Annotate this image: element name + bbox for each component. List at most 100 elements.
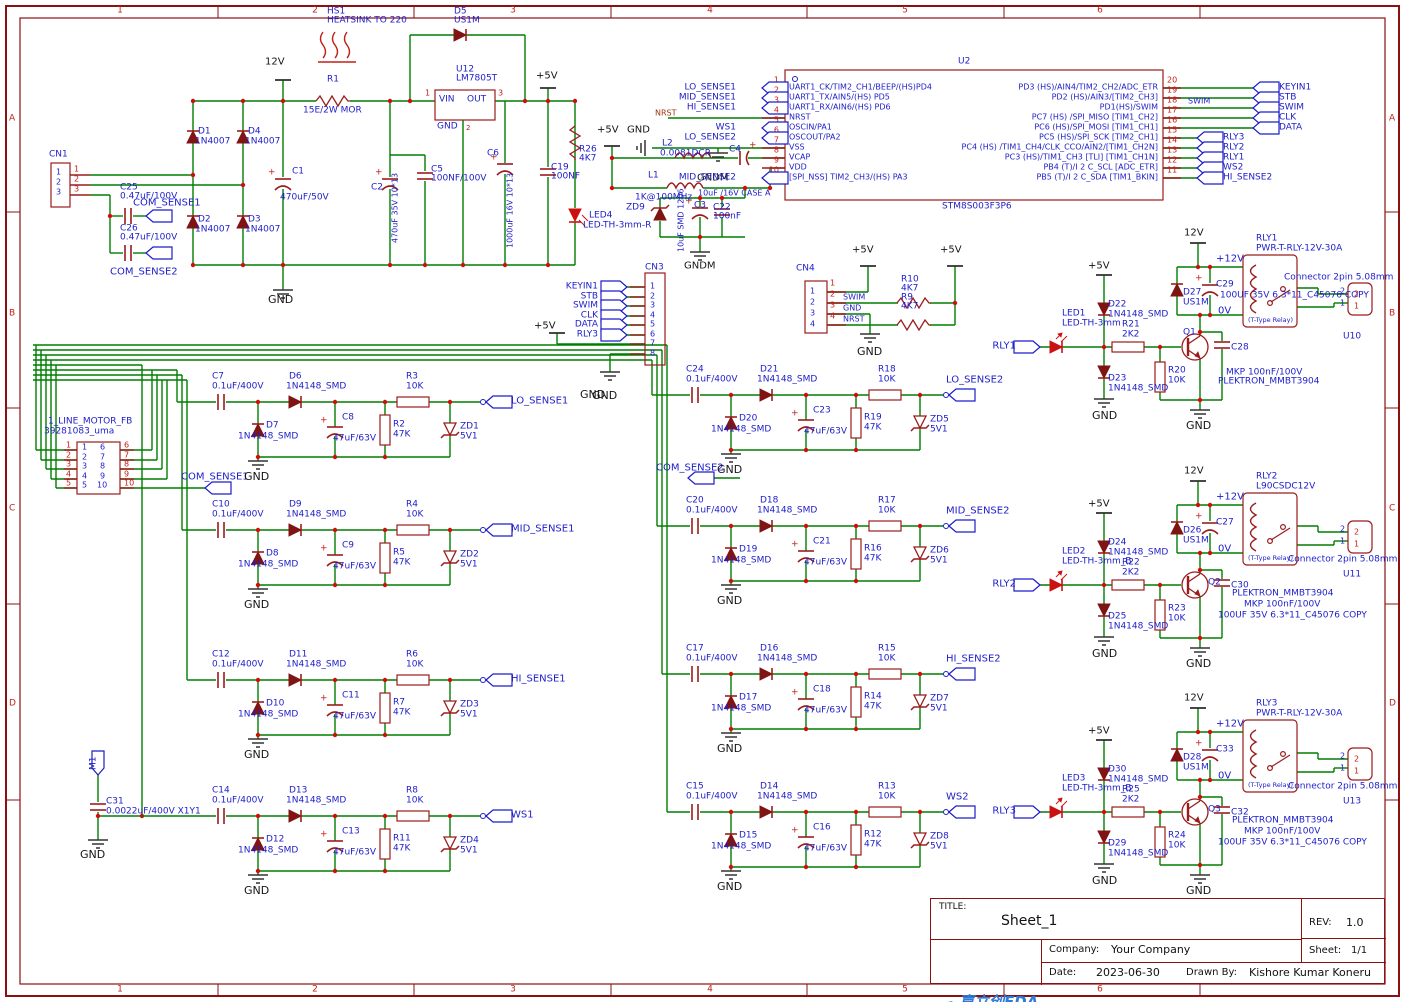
resistor-icon[interactable] <box>850 407 862 439</box>
label[interactable]: 5V1 <box>460 846 478 856</box>
connector-box[interactable] <box>1347 282 1373 316</box>
net-label[interactable]: DATA <box>1279 123 1303 133</box>
zener-icon[interactable] <box>442 700 458 715</box>
label[interactable]: +5V <box>1088 260 1110 271</box>
pin-number[interactable]: 20 <box>1167 76 1177 85</box>
label[interactable]: 1N4148_SMD <box>238 710 298 720</box>
label[interactable]: 15E/2W MOR <box>303 106 362 116</box>
label[interactable]: LM7805T <box>456 74 498 84</box>
pin-number[interactable]: 3 <box>650 301 655 310</box>
label[interactable]: +5V <box>1088 498 1110 509</box>
label[interactable]: 1 <box>1354 302 1359 311</box>
pin-number[interactable]: 12 <box>1167 156 1177 165</box>
net-flag[interactable] <box>485 523 513 537</box>
label[interactable]: R17 <box>878 496 896 506</box>
label[interactable]: C21 <box>813 537 831 547</box>
resistor-icon[interactable] <box>379 542 391 574</box>
resistor-icon[interactable] <box>568 125 582 160</box>
net-label[interactable]: CLK <box>581 311 599 321</box>
transistor-icon[interactable] <box>1194 351 1201 359</box>
zener-icon[interactable] <box>910 703 930 711</box>
label[interactable]: 10K <box>878 506 896 516</box>
label[interactable]: R4 <box>406 500 418 510</box>
label[interactable]: 47uF/63V <box>333 562 377 572</box>
pin-number[interactable]: 11 <box>1167 166 1177 175</box>
connector-box[interactable] <box>1347 520 1373 554</box>
led-icon[interactable] <box>1057 570 1063 576</box>
pin-number[interactable]: 9 <box>774 156 779 165</box>
pin-name[interactable]: UART1_TX/AIN5/(HS) PD5 <box>789 93 890 102</box>
label[interactable]: HS1 <box>327 7 345 17</box>
label[interactable]: 2 <box>56 178 61 187</box>
label[interactable]: C17 <box>686 644 704 654</box>
pin-number[interactable]: 3 <box>830 301 835 310</box>
net-label[interactable]: RLY1 <box>1223 153 1244 163</box>
label[interactable]: 0.1uF/400V <box>212 382 264 392</box>
label[interactable]: D4 <box>248 127 261 137</box>
label[interactable]: +5V <box>1088 725 1110 736</box>
u2-ref[interactable]: U2 <box>958 57 970 67</box>
led-icon[interactable] <box>1060 335 1068 343</box>
sheet-title[interactable]: Sheet_1 <box>1001 913 1058 929</box>
label[interactable]: D13 <box>289 786 307 796</box>
label[interactable]: 1 <box>82 443 87 452</box>
label[interactable]: R12 <box>864 830 882 840</box>
gnd-label[interactable]: GND <box>717 742 742 755</box>
pin-number[interactable]: 7 <box>650 339 655 348</box>
net-label[interactable]: GND <box>843 304 861 313</box>
label[interactable]: RLY3 <box>1256 699 1277 709</box>
diode-icon[interactable] <box>236 129 250 144</box>
pin-number[interactable]: 1 <box>650 282 655 291</box>
label[interactable]: 5 <box>66 479 71 488</box>
label[interactable]: ZD4 <box>460 836 479 846</box>
label[interactable]: US1M <box>1183 298 1209 308</box>
label[interactable]: 2 <box>1340 752 1345 761</box>
diode-icon[interactable] <box>1170 747 1184 762</box>
label[interactable]: C27 <box>1216 518 1234 528</box>
net-flag[interactable] <box>485 809 513 823</box>
label[interactable]: 47K <box>393 430 411 440</box>
r9-val[interactable]: 4K7 <box>901 302 918 312</box>
label[interactable]: C7 <box>212 372 224 382</box>
polar-capacitor-icon[interactable] <box>326 561 344 567</box>
led-icon[interactable] <box>581 214 589 222</box>
label[interactable]: +5V <box>536 70 558 81</box>
label[interactable]: R16 <box>864 544 882 554</box>
label[interactable]: 47K <box>393 708 411 718</box>
resistor-icon[interactable] <box>868 668 902 680</box>
polar-capacitor-icon[interactable] <box>326 847 344 853</box>
pin-name[interactable]: PC7 (HS) /SPI_MISO [TIM1_CH2] <box>1032 113 1158 122</box>
gnd-label[interactable]: GND <box>717 463 742 476</box>
label[interactable]: 100NF <box>551 172 580 182</box>
label[interactable]: C26 <box>120 224 138 234</box>
label[interactable]: LED4 <box>589 211 613 221</box>
pin-number[interactable]: 4 <box>774 106 779 115</box>
zener-icon[interactable] <box>442 550 458 565</box>
led-icon[interactable] <box>568 208 582 223</box>
diode-icon[interactable] <box>759 519 774 533</box>
label[interactable]: 1 <box>74 165 79 174</box>
label[interactable]: 10K <box>878 375 896 385</box>
label[interactable]: D20 <box>739 414 758 424</box>
net-label[interactable]: HI_SENSE2 <box>946 653 1001 664</box>
label[interactable]: 5V1 <box>460 710 478 720</box>
polar-capacitor-icon[interactable] <box>496 170 514 176</box>
drawn-by-value[interactable]: Kishore Kumar Koneru <box>1249 966 1371 979</box>
diode-icon[interactable] <box>1170 520 1184 535</box>
label[interactable]: 100UF 35V 6.3*11_C45076 COPY <box>1218 611 1367 621</box>
label[interactable]: 2K2 <box>1122 795 1139 805</box>
label[interactable]: D11 <box>289 650 307 660</box>
label[interactable]: 12V <box>1184 465 1204 476</box>
pin-name[interactable]: VSS <box>789 143 805 152</box>
label[interactable]: R13 <box>878 782 896 792</box>
label[interactable]: GND <box>1186 884 1211 897</box>
label[interactable]: D14 <box>760 782 779 792</box>
label[interactable]: C18 <box>813 685 831 695</box>
pin-number[interactable]: 1 <box>830 279 835 288</box>
net-label[interactable]: HI_SENSE2 <box>1223 173 1272 183</box>
label[interactable]: 1N4148_SMD <box>286 382 346 392</box>
relay-box[interactable] <box>1242 492 1298 566</box>
led-icon[interactable] <box>1049 578 1064 592</box>
label[interactable]: +12V <box>1216 491 1244 502</box>
net-flag[interactable] <box>91 750 105 776</box>
